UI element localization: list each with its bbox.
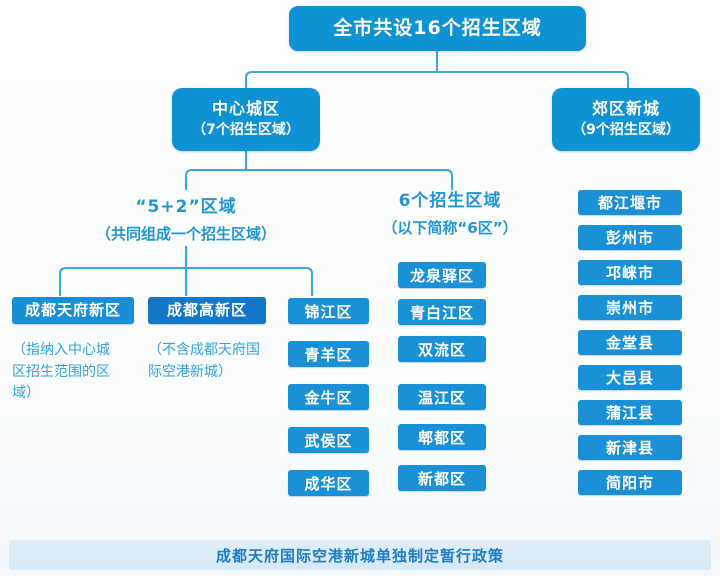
special-node-tianfu-new-area: 成都天府新区 (12, 297, 134, 324)
list-item-six-3: 温江区 (398, 384, 486, 410)
list-item-suburb-6: 蒲江县 (578, 400, 682, 425)
footer-banner: 成都天府国际空港新城单独制定暂行政策 (9, 540, 711, 570)
group-heading-five-plus-two-title: “5+2”区域 (135, 197, 237, 217)
special-node-tianfu-label: 成都天府新区 (24, 301, 121, 320)
list-item-six-5: 新都区 (398, 465, 486, 491)
list-item-suburb-1: 彭州市 (578, 225, 682, 250)
list-item-suburb-2: 邛崃市 (578, 260, 682, 285)
list-item-suburb-4: 金堂县 (578, 330, 682, 355)
list-item-six-0: 龙泉驿区 (398, 262, 486, 288)
list-item-six-4: 郫都区 (398, 424, 486, 450)
root-node: 全市共设16个招生区域 (289, 6, 586, 51)
group-heading-five-plus-two-sub: （共同组成一个招生区域） (95, 224, 276, 243)
root-node-label: 全市共设16个招生区域 (333, 16, 542, 39)
list-item-suburb-7: 新津县 (578, 435, 682, 460)
special-node-gaoxin-note: （不含成都天府国际空港新城） (148, 342, 260, 380)
list-item-five-0: 锦江区 (288, 298, 369, 324)
branch-suburb-sub: （9个招生区域） (572, 122, 680, 139)
branch-center-city-sub: （7个招生区域） (192, 122, 300, 139)
special-node-tianfu-note: （指纳入中心城区招生范围的区域） (12, 342, 110, 402)
branch-suburb-title: 郊区新城 (591, 99, 660, 119)
group-heading-six-districts-sub: （以下简称“6区”） (382, 218, 518, 237)
list-item-suburb-5: 大邑县 (578, 365, 682, 390)
branch-center-city-title: 中心城区 (211, 99, 280, 119)
list-item-six-1: 青白江区 (398, 299, 486, 325)
branch-node-center-city: 中心城区 （7个招生区域） (172, 88, 320, 151)
list-item-five-2: 金牛区 (288, 384, 369, 410)
footer-banner-label: 成都天府国际空港新城单独制定暂行政策 (215, 546, 504, 565)
group-heading-five-plus-two: “5+2”区域 （共同组成一个招生区域） (36, 196, 336, 244)
special-node-gaoxin-label: 成都高新区 (166, 301, 247, 320)
list-item-suburb-3: 崇州市 (578, 295, 682, 320)
list-item-five-3: 武侯区 (288, 427, 369, 453)
branch-node-suburb-newtown: 郊区新城 （9个招生区域） (552, 88, 700, 151)
special-node-gaoxin-district: 成都高新区 (148, 297, 266, 324)
list-item-five-4: 成华区 (288, 470, 369, 496)
list-item-suburb-8: 简阳市 (578, 470, 682, 495)
list-item-suburb-0: 都江堰市 (578, 190, 682, 215)
group-heading-six-districts: 6个招生区域 （以下简称“6区”） (340, 190, 560, 238)
list-item-six-2: 双流区 (398, 336, 486, 362)
list-item-five-1: 青羊区 (288, 341, 369, 367)
group-heading-six-districts-title: 6个招生区域 (398, 191, 502, 211)
